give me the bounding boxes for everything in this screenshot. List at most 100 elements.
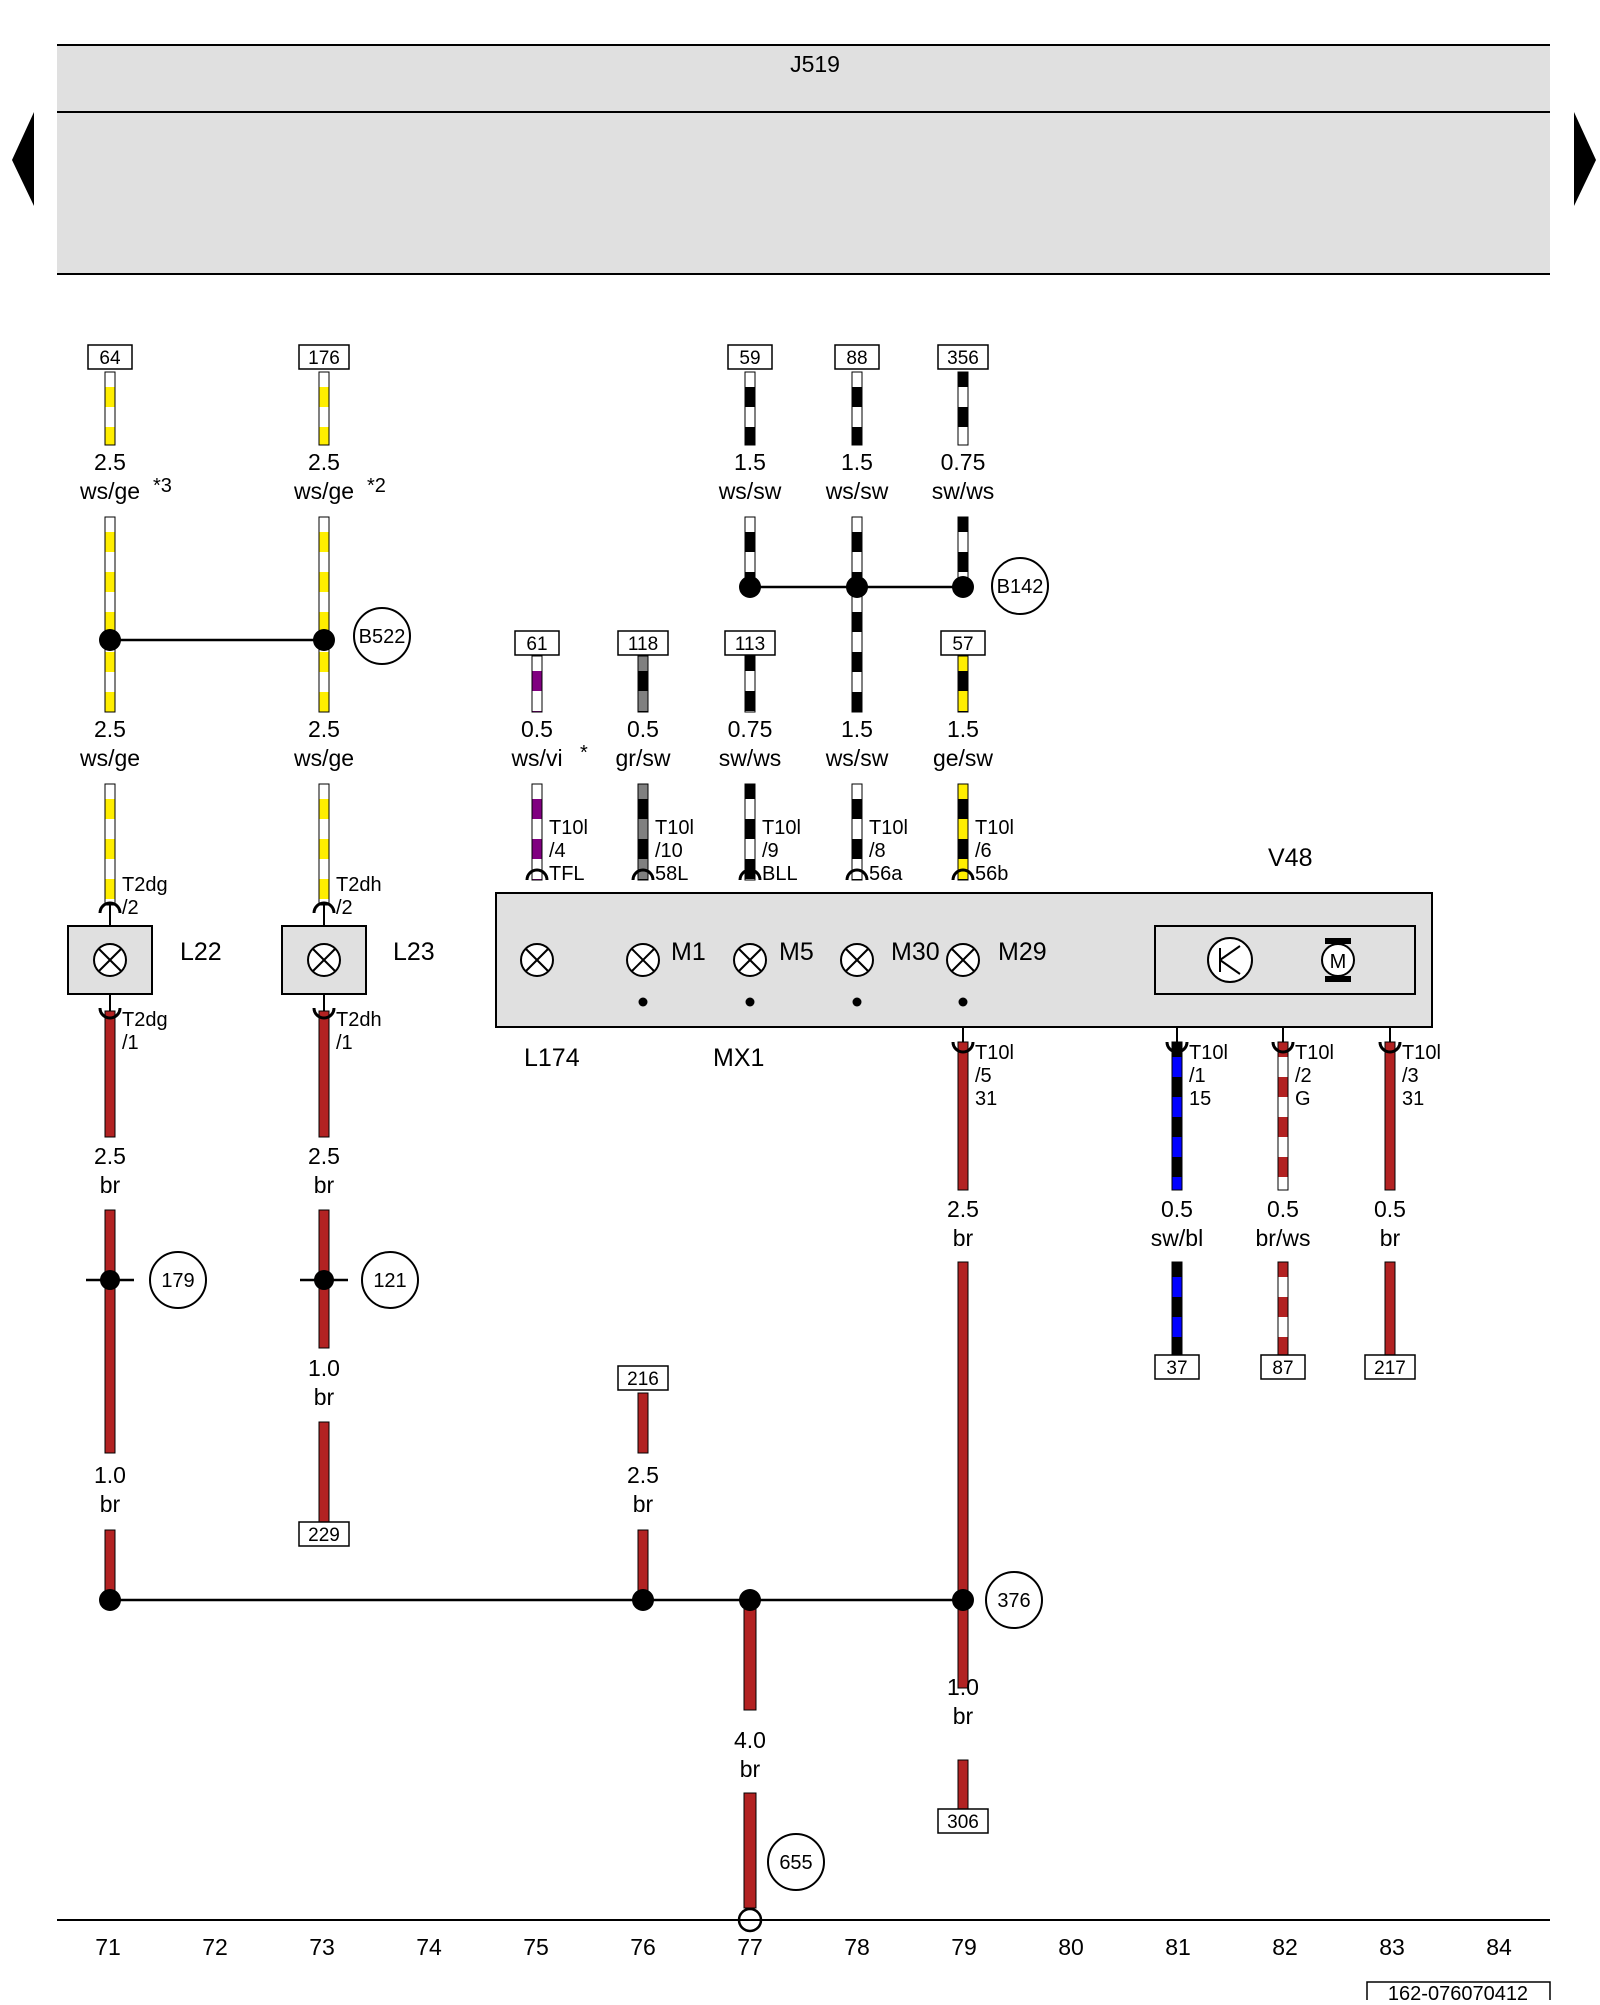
wire-81-stripe	[1172, 1097, 1182, 1117]
ref-216-box	[617, 1365, 669, 1391]
wire-88-mx-outline	[851, 783, 863, 881]
wire-color-label: ge/sw	[933, 745, 993, 771]
column-number: 73	[309, 1934, 335, 1960]
wire-81-low	[1171, 1261, 1183, 1356]
pin-label: /2	[1295, 1065, 1312, 1087]
wire-note: *2	[367, 475, 386, 497]
control-unit-label: J519	[790, 51, 840, 77]
pin-label: /2	[122, 897, 139, 919]
splice-circle	[767, 1833, 825, 1891]
wire-81-low-stripe	[1172, 1277, 1182, 1297]
wire-82-stripe	[1278, 1137, 1288, 1157]
wire-88-low-stripe	[852, 612, 862, 632]
wire-306	[957, 1759, 969, 1811]
wire-73-low-stripe	[319, 799, 329, 819]
wire-61-low-stripe	[532, 839, 542, 859]
V48-housing	[1154, 925, 1416, 995]
column-number: 74	[416, 1934, 442, 1960]
splice-circle	[991, 557, 1049, 615]
pin-label: 31	[1402, 1088, 1424, 1110]
wire-71-low-stripe	[105, 799, 115, 819]
pin-label: T2dh	[336, 1009, 382, 1031]
wire-77	[743, 1599, 757, 1711]
wire-118-outline	[637, 655, 649, 713]
connector-icon	[1165, 1041, 1189, 1054]
wire-73-low-stripe	[319, 839, 329, 859]
splice-label: 376	[997, 1590, 1030, 1612]
right-arrow-icon[interactable]	[1574, 112, 1596, 206]
wire-color-label: sw/bl	[1151, 1225, 1203, 1251]
pin-label: T10l	[762, 817, 801, 839]
left-arrow-icon[interactable]	[12, 112, 34, 206]
wire-73-mid-stripe	[319, 532, 329, 552]
wire-73-br3	[318, 1421, 330, 1523]
wire-57-low-stripe	[958, 839, 968, 859]
column-number: 77	[737, 1934, 763, 1960]
splice-label: 179	[161, 1270, 194, 1292]
connector-icon	[738, 868, 762, 881]
column-number: 81	[1165, 1934, 1191, 1960]
wire-71-mid-stripe	[105, 692, 115, 712]
wire-size-label: 0.75	[728, 716, 773, 742]
splice-label: 655	[779, 1852, 812, 1874]
wire-color-label: sw/ws	[932, 478, 995, 504]
splice-label: B522	[359, 626, 406, 648]
component-label-L174: L174	[524, 1044, 580, 1072]
connector-icon	[631, 868, 655, 881]
wire-59-stripe	[745, 427, 755, 445]
wire-61-low-stripe	[532, 799, 542, 819]
pin-label: T2dg	[122, 874, 168, 896]
wire-73-mid-outline	[318, 516, 330, 713]
motor-icon-top	[1325, 938, 1351, 944]
wire-71-mid-outline	[104, 516, 116, 713]
wire-color-label: ws/sw	[825, 745, 889, 771]
ref-113-box	[724, 630, 776, 656]
pin-label: /2	[336, 897, 353, 919]
splice-dot	[952, 576, 974, 598]
transistor-icon	[1207, 937, 1253, 983]
bulb-icon-cross	[98, 948, 122, 972]
connector-icon	[312, 901, 336, 914]
wire-61-low-outline	[531, 783, 543, 881]
splice-dot	[99, 629, 121, 651]
ref-59: 59	[739, 348, 760, 369]
wire-356-outline	[957, 371, 969, 446]
wire-356-low-stripe	[958, 532, 968, 552]
splice-dot	[99, 1589, 121, 1611]
splice-dot	[952, 1589, 974, 1611]
wire-note: *	[580, 742, 588, 764]
wire-color-label: ws/sw	[825, 478, 889, 504]
wire-size-label: 0.5	[1267, 1196, 1299, 1222]
wire-size-label: 2.5	[308, 716, 340, 742]
wire-color-label: ws/sw	[718, 478, 782, 504]
ref-61-box	[514, 630, 560, 656]
ref-118-box	[617, 630, 669, 656]
wire-size-label: 1.5	[947, 716, 979, 742]
column-number: 71	[95, 1934, 121, 1960]
wire-57-low-stripe	[958, 799, 968, 819]
wire-size-label: 4.0	[734, 1727, 766, 1753]
pin-label: 31	[975, 1088, 997, 1110]
wire-88-outline	[851, 371, 863, 446]
pin-label: TFL	[549, 863, 585, 885]
wire-size-label: 2.5	[308, 1143, 340, 1169]
wire-size-label: 0.5	[1374, 1196, 1406, 1222]
wire-83-low	[1384, 1261, 1396, 1356]
column-number: 83	[1379, 1934, 1405, 1960]
wire-color-label: ws/ge	[293, 745, 354, 771]
wire-113-low	[744, 783, 756, 881]
ref-217-box	[1364, 1354, 1416, 1380]
bulb-icon-cross	[312, 948, 336, 972]
wire-71-br2	[104, 1209, 116, 1454]
wire-88-mx-stripe	[852, 799, 862, 819]
junction-dot	[958, 997, 968, 1007]
wire-73-low-stripe	[319, 879, 329, 899]
wire-73-top-stripe	[319, 427, 329, 445]
pin-label: /8	[869, 840, 886, 862]
wire-77-low	[743, 1792, 757, 1909]
wire-color-label: br	[314, 1384, 335, 1410]
pin-label: /1	[122, 1032, 139, 1054]
splice-dot	[632, 1589, 654, 1611]
wire-88-low-stripe	[852, 532, 862, 552]
ref-229: 229	[308, 1525, 340, 1546]
